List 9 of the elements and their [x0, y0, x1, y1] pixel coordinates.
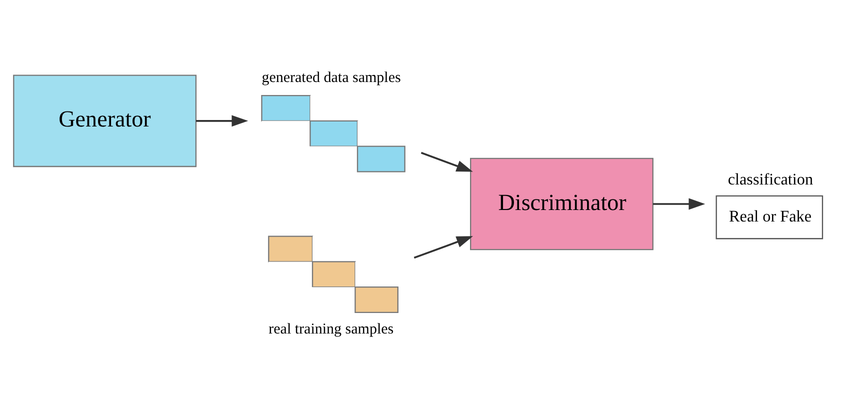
node-label: classification — [728, 172, 814, 189]
node-box: Discriminator — [470, 158, 654, 250]
arrow — [414, 236, 473, 259]
node-label: real training samples — [268, 322, 394, 338]
arrow — [652, 198, 706, 210]
node-label: generated data samples — [262, 70, 401, 86]
node-box: Generator — [13, 74, 197, 168]
arrow — [196, 115, 248, 127]
arrow — [420, 152, 473, 172]
